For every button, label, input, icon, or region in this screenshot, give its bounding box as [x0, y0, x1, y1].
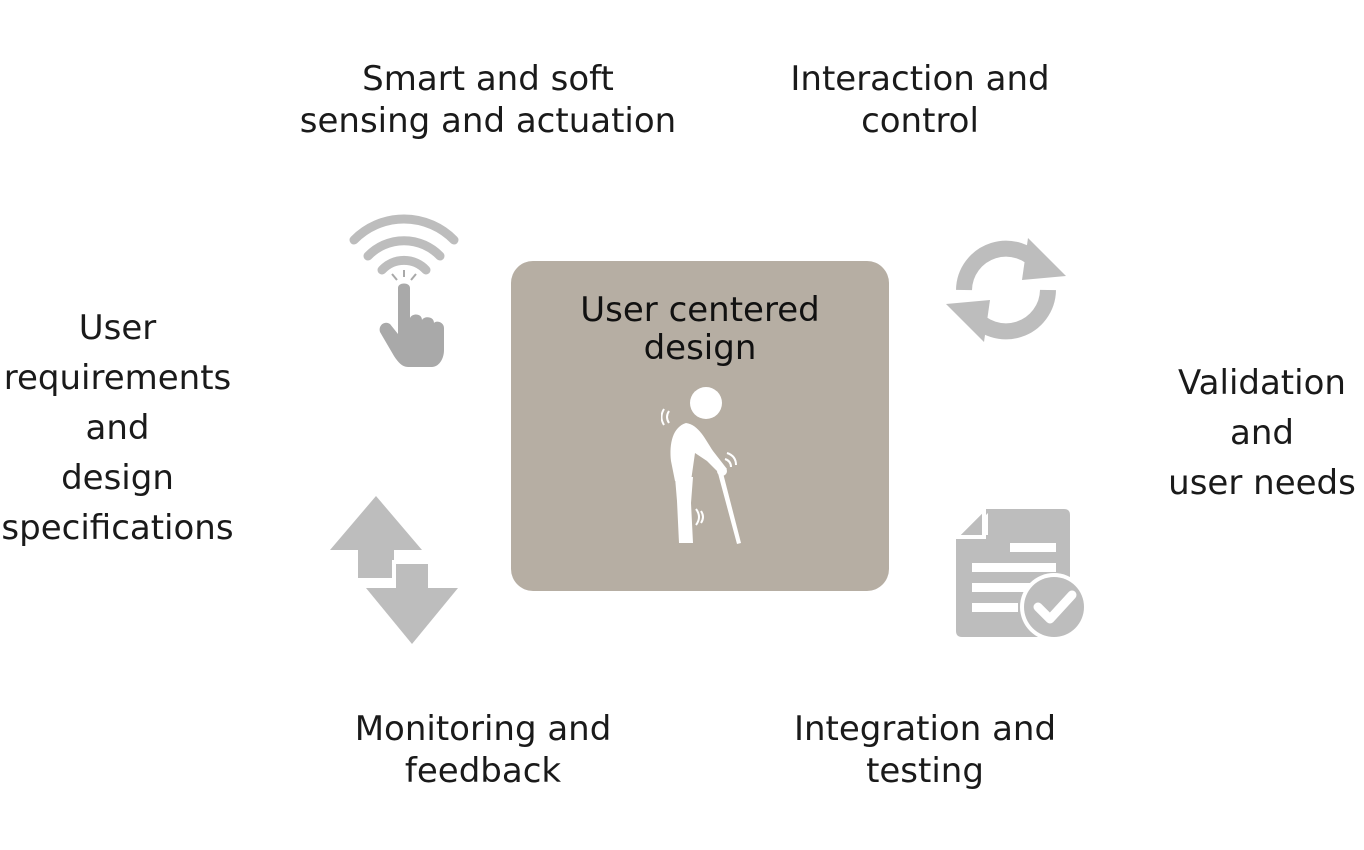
step-label-line: feedback: [404, 751, 562, 791]
step-label-line: testing: [866, 751, 984, 791]
touch-wireless-icon: [349, 214, 459, 367]
step-label-line: and: [1230, 413, 1294, 453]
refresh-cycle-icon: [946, 238, 1066, 342]
step-label-line: design: [61, 458, 174, 498]
step-label-line: user needs: [1168, 463, 1356, 503]
step-label-line: and: [85, 408, 150, 448]
document-check-icon: [952, 505, 1088, 641]
step-label-interaction-control: Interaction and control: [760, 58, 1080, 142]
center-user-centered-design-box: User centered design: [511, 261, 889, 591]
step-label-line: Smart and soft: [362, 59, 614, 99]
up-down-arrows-icon: [330, 496, 458, 644]
step-label-line: Integration and: [793, 709, 1057, 749]
step-label-line: User: [78, 308, 157, 348]
step-label-line: Validation: [1178, 363, 1346, 403]
step-label-line: Monitoring and: [354, 709, 612, 749]
step-label-line: specifications: [1, 508, 234, 548]
step-label-monitoring-feedback: Monitoring and feedback: [330, 708, 636, 792]
center-title-line: design: [643, 328, 757, 368]
step-label-validation: Validation and user needs: [1160, 358, 1364, 508]
step-label-line: sensing and actuation: [299, 101, 677, 141]
step-label-integration-testing: Integration and testing: [780, 708, 1070, 792]
step-label-line: requirements: [3, 358, 232, 398]
step-label-smart-sensing: Smart and soft sensing and actuation: [292, 58, 684, 142]
center-title-line: User centered: [580, 290, 820, 330]
step-label-line: control: [861, 101, 979, 141]
step-label-user-requirements: User requirements and design specificati…: [0, 303, 235, 553]
center-title: User centered design: [511, 291, 889, 367]
elderly-person-with-cane-icon: [661, 387, 741, 544]
step-label-line: Interaction and: [790, 59, 1050, 99]
